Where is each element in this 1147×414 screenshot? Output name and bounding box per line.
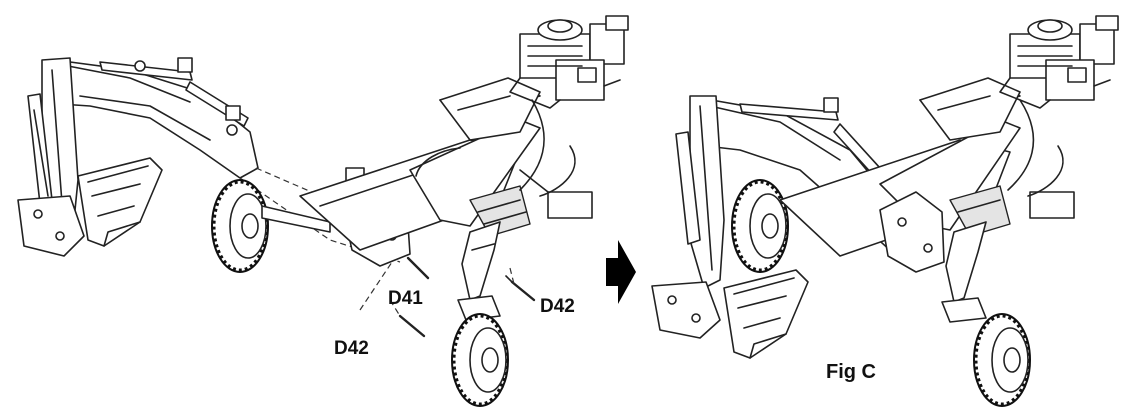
front-wheel [450, 312, 510, 408]
callout-d41: D41 [388, 288, 423, 309]
pin-d42-right [510, 280, 536, 302]
bucket [77, 157, 163, 247]
front-wheel-assembled [972, 312, 1032, 408]
figure-caption: Fig C [826, 361, 876, 383]
front-stand [461, 221, 501, 301]
assembled-view: Fig C [651, 15, 1119, 408]
exploded-view: D41 D42 D42 [17, 15, 629, 408]
bucket-assembled [723, 269, 809, 359]
callout-d42-right: D42 [540, 296, 575, 317]
left-wheel [210, 178, 270, 274]
pin-d41 [406, 256, 430, 280]
left-wheel-assembled [730, 178, 790, 274]
callout-d42-bottom: D42 [334, 338, 369, 359]
step-arrow-icon [606, 240, 636, 304]
pin-d42-bottom [398, 314, 426, 338]
boom-cylinder [99, 61, 193, 81]
